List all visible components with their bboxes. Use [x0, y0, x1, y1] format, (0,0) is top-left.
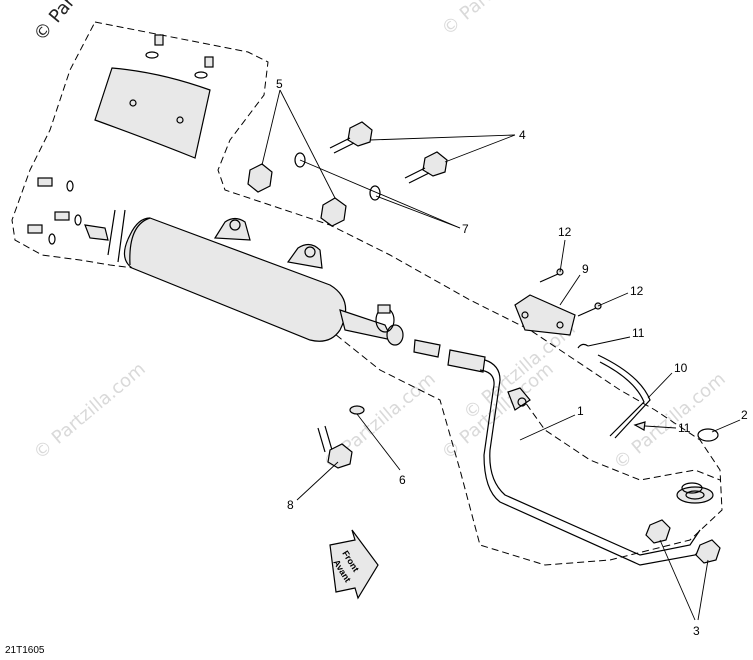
callout-6: 6: [399, 473, 406, 487]
exhaust-gasket: [697, 428, 719, 442]
callout-2: 2: [741, 408, 748, 422]
shield-hole: [129, 99, 137, 107]
pipe-sleeve-1: [413, 339, 441, 358]
bolt-8: [317, 425, 353, 469]
leader-8: [296, 461, 339, 501]
flange-nut-1: [645, 519, 671, 544]
flange-nut-2: [695, 539, 721, 564]
callout-8: 8: [287, 498, 294, 512]
sensor-bracket: [514, 294, 576, 336]
callout-4: 4: [519, 128, 526, 142]
leader-5b: [279, 89, 336, 199]
hose-clip-b: [633, 421, 646, 431]
screw-12b: [577, 302, 602, 317]
washer-6: [349, 405, 365, 415]
leader-12a: [559, 239, 566, 273]
screw-12a: [539, 268, 564, 283]
hose: [599, 361, 645, 437]
leader-3a: [659, 539, 696, 621]
screw-left-2: [54, 211, 82, 226]
frame-outline-lower: [519, 394, 721, 481]
nut-5: [247, 163, 273, 193]
exhaust-flange: [676, 482, 714, 504]
muffler: [84, 209, 404, 346]
leader-5a: [261, 89, 281, 166]
screw-left-1: [37, 177, 74, 192]
front-arrow: Front Avant: [329, 529, 379, 600]
leader-1: [519, 414, 576, 441]
leader-4a: [369, 134, 516, 141]
leader-9: [559, 274, 581, 306]
hose: [597, 354, 651, 439]
watermark-mid-right: © Partzilla.com: [438, 358, 558, 463]
callout-11a: 11: [632, 326, 645, 340]
frame-outline-upper: [11, 21, 723, 566]
leader-11a: [587, 336, 631, 347]
callout-5: 5: [276, 77, 283, 91]
callout-10: 10: [674, 361, 688, 375]
shield-hole: [176, 116, 184, 124]
leader-10: [647, 372, 673, 399]
leader-11b: [644, 425, 677, 429]
screw-left-3: [27, 224, 56, 245]
washer-7b: [369, 185, 381, 201]
pipe-sleeve-2: [447, 349, 486, 373]
heat-shield: [94, 67, 211, 159]
screw-top-right: [194, 56, 214, 79]
head-pipe: [479, 359, 713, 566]
drawing-code: 21T1605: [5, 645, 45, 656]
leader-2: [711, 419, 741, 433]
watermark-mid-left: © Partzilla.com: [30, 358, 150, 463]
watermark-top-right: © Partzilla.com: [438, 0, 558, 40]
nut-7: [320, 197, 347, 227]
screw-top-left: [145, 34, 164, 59]
leader-6: [356, 413, 401, 471]
callout-1: 1: [577, 404, 584, 418]
bolt-4a: [329, 121, 373, 154]
callout-9: 9: [582, 262, 589, 276]
watermark-top-left: © Partzilla.com: [30, 0, 135, 45]
bolt-4b: [404, 151, 448, 184]
leader-7: [299, 159, 461, 229]
muffler-clamp: [375, 304, 395, 333]
callout-12b: 12: [630, 284, 644, 298]
leader-12b: [597, 292, 629, 307]
hose-clip-a: [577, 343, 589, 349]
washer-7a: [294, 152, 306, 168]
leader-3b: [697, 559, 709, 621]
leader-4b: [444, 134, 516, 163]
callout-3: 3: [693, 624, 700, 638]
leader-7b: [375, 195, 461, 229]
callout-7: 7: [462, 222, 469, 236]
callout-11b: 11: [678, 421, 691, 435]
callout-12a: 12: [558, 225, 572, 239]
